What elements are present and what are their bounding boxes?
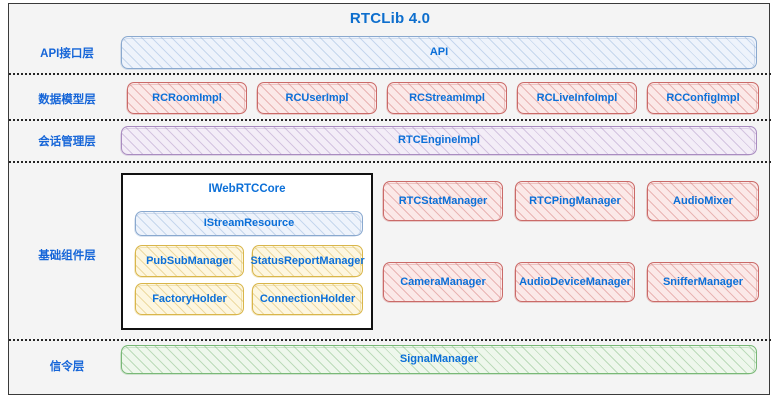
box-label: CameraManager bbox=[400, 275, 486, 288]
hatch-fill bbox=[388, 83, 506, 113]
manager-box-cameramanager[interactable]: CameraManager bbox=[382, 262, 503, 303]
manager-box-rtcpingmanager[interactable]: RTCPingManager bbox=[514, 181, 635, 222]
hatch-fill bbox=[648, 263, 758, 301]
hatch-fill bbox=[122, 37, 756, 68]
layer-label-data-model: 数据模型层 bbox=[38, 94, 96, 106]
signal-bar-label: SignalManager bbox=[399, 353, 479, 366]
separator-data-session bbox=[9, 119, 771, 121]
box-label: FactoryHolder bbox=[152, 292, 227, 305]
hatch-fill bbox=[136, 212, 362, 235]
iwebrtccore-title: IWebRTCCore bbox=[208, 183, 286, 195]
box-label: RCStreamImpl bbox=[409, 91, 485, 104]
hatch-fill bbox=[136, 284, 243, 314]
separator-component-signal bbox=[9, 339, 771, 341]
box-label: RCLiveInfoImpl bbox=[536, 91, 618, 104]
hatch-fill bbox=[253, 284, 362, 314]
hatch-fill bbox=[648, 83, 758, 113]
data-model-box-rcconfigimpl[interactable]: RCConfigImpl bbox=[646, 82, 759, 115]
data-model-box-rcliveinfoimpl[interactable]: RCLiveInfoImpl bbox=[516, 82, 637, 115]
api-bar[interactable]: API bbox=[120, 36, 757, 70]
hatch-fill bbox=[516, 182, 634, 220]
session-bar-rtcengineimpl[interactable]: RTCEngineImpl bbox=[120, 126, 757, 156]
hatch-fill bbox=[384, 263, 502, 301]
hatch-fill bbox=[128, 83, 246, 113]
manager-box-audiomixer[interactable]: AudioMixer bbox=[646, 181, 759, 222]
box-label: RTCStatManager bbox=[398, 194, 488, 207]
box-label: StatusReportManager bbox=[250, 254, 365, 267]
hatch-fill bbox=[258, 83, 376, 113]
holder-box-pubsubmanager[interactable]: PubSubManager bbox=[134, 245, 244, 278]
page-title: RTCLib 4.0 bbox=[349, 10, 431, 27]
separator-session-component bbox=[9, 161, 771, 163]
layer-label-session: 会话管理层 bbox=[38, 136, 96, 148]
hatch-fill bbox=[122, 127, 756, 154]
hatch-fill bbox=[122, 346, 756, 373]
hatch-fill bbox=[516, 263, 634, 301]
holder-box-connectionholder[interactable]: ConnectionHolder bbox=[251, 283, 363, 316]
hatch-fill bbox=[253, 246, 362, 276]
iwebrtccore-container: IWebRTCCore IStreamResource PubSubManage… bbox=[121, 173, 373, 330]
hatch-fill bbox=[518, 83, 636, 113]
manager-box-audiodevicemanager[interactable]: AudioDeviceManager bbox=[514, 262, 635, 303]
layer-label-component: 基础组件层 bbox=[38, 250, 96, 262]
data-model-box-rcuserimpl[interactable]: RCUserImpl bbox=[256, 82, 377, 115]
signal-bar-signalmanager[interactable]: SignalManager bbox=[120, 345, 757, 375]
api-bar-label: API bbox=[429, 46, 449, 59]
box-label: RCUserImpl bbox=[285, 91, 349, 104]
manager-box-sniffermanager[interactable]: SnifferManager bbox=[646, 262, 759, 303]
diagram-frame: RTCLib 4.0 API接口层 数据模型层 会话管理层 基础组件层 信令层 … bbox=[8, 3, 771, 395]
box-label: AudioDeviceManager bbox=[519, 275, 631, 288]
box-label: PubSubManager bbox=[146, 254, 233, 267]
hatch-fill bbox=[136, 246, 243, 276]
box-label: RCConfigImpl bbox=[666, 91, 740, 104]
box-label: AudioMixer bbox=[673, 194, 733, 207]
box-label: RCRoomImpl bbox=[152, 91, 222, 104]
layer-label-signal: 信令层 bbox=[49, 361, 85, 373]
hatch-fill bbox=[384, 182, 502, 220]
data-model-box-rcroomimpl[interactable]: RCRoomImpl bbox=[126, 82, 247, 115]
box-label: IStreamResource bbox=[203, 217, 295, 230]
holder-box-factoryholder[interactable]: FactoryHolder bbox=[134, 283, 244, 316]
istreamresource-bar[interactable]: IStreamResource bbox=[134, 211, 363, 237]
box-label: SnifferManager bbox=[662, 275, 744, 288]
holder-box-statusreportmanager[interactable]: StatusReportManager bbox=[250, 245, 365, 278]
separator-api-data bbox=[9, 73, 771, 75]
hatch-fill bbox=[648, 182, 758, 220]
manager-box-rtcstatmanager[interactable]: RTCStatManager bbox=[382, 181, 503, 222]
box-label: ConnectionHolder bbox=[259, 292, 356, 305]
box-label: RTCPingManager bbox=[529, 194, 621, 207]
data-model-box-rcstreamimpl[interactable]: RCStreamImpl bbox=[386, 82, 507, 115]
session-bar-label: RTCEngineImpl bbox=[398, 134, 480, 147]
layer-label-api: API接口层 bbox=[40, 48, 94, 60]
